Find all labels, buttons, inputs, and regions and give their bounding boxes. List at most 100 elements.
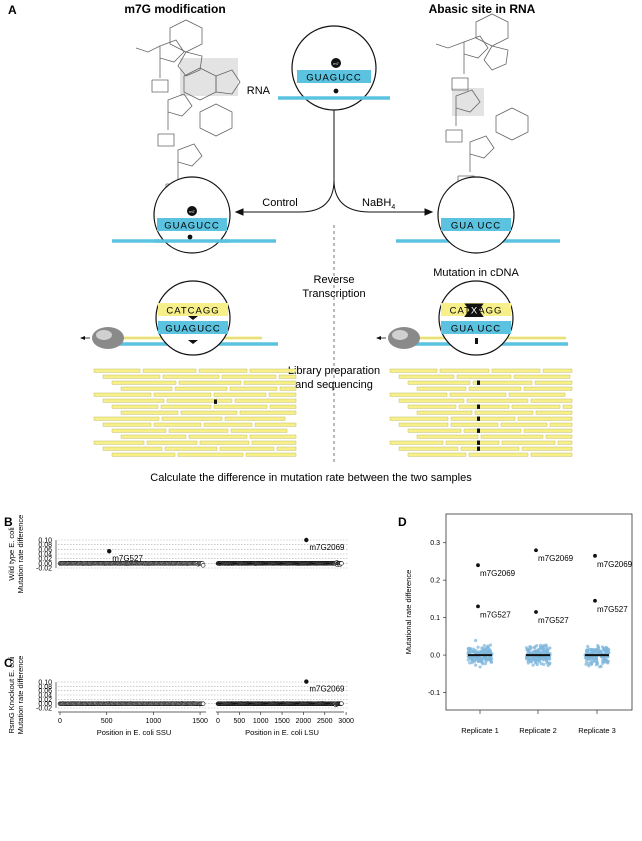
y-axis-label: RsmG Knockout E. coli	[7, 656, 16, 733]
data-point	[594, 655, 598, 659]
y-tick-label: -0.02	[36, 566, 52, 573]
sequencing-read	[513, 374, 571, 379]
sequencing-read	[120, 434, 187, 439]
data-point	[527, 655, 531, 659]
sequencing-read	[407, 428, 462, 433]
data-point	[547, 657, 551, 661]
point-label: m7G527	[112, 554, 143, 563]
sequencing-read	[178, 380, 242, 385]
data-point	[592, 647, 596, 652]
data-point	[526, 659, 530, 663]
data-point	[530, 660, 534, 664]
sequencing-read	[508, 392, 566, 397]
mutation-mark	[477, 404, 480, 409]
sequencing-read	[111, 428, 167, 433]
data-point	[545, 661, 549, 665]
y-tick-label: 0.04	[38, 552, 52, 559]
data-point	[484, 656, 489, 660]
sequencing-read	[153, 392, 212, 397]
x-tick-label: Replicate 2	[519, 726, 557, 735]
data-point	[531, 656, 535, 660]
sequencing-read	[249, 368, 297, 373]
mutation-mark	[477, 446, 480, 451]
data-point	[603, 656, 607, 660]
data-point	[585, 649, 589, 653]
rt-label-line1: Reverse	[314, 274, 355, 286]
sequencing-read	[468, 386, 522, 391]
sequencing-read	[279, 386, 297, 391]
point-label: m7G527	[597, 605, 628, 614]
data-point	[602, 660, 606, 664]
control-rna-text: GUAGUCC	[165, 324, 221, 335]
x-tick-label: 500	[101, 718, 113, 725]
sequencing-reads-abasic	[389, 368, 573, 457]
data-point	[533, 649, 538, 653]
data-point	[545, 648, 549, 652]
sequencing-read	[416, 410, 473, 415]
data-point	[548, 646, 552, 650]
x-axis-label: Position in E. coli LSU	[245, 728, 319, 737]
sequencing-read	[278, 374, 297, 379]
rt-control-circle: CATCAGG GUAGUCC	[80, 280, 278, 356]
sequencing-read	[511, 404, 561, 409]
data-point	[470, 661, 474, 665]
data-point	[200, 701, 206, 706]
sequencing-read	[407, 380, 471, 385]
sequencing-read	[111, 452, 176, 457]
data-point	[485, 650, 489, 655]
data-point	[478, 665, 482, 669]
right-title: Abasic site in RNA	[429, 2, 536, 16]
y-tick-label: 0.08	[38, 684, 52, 691]
data-point	[472, 649, 476, 653]
sequencing-read	[523, 386, 573, 391]
sequencing-read	[166, 398, 233, 403]
sequencing-read	[545, 434, 573, 439]
y-axis-label: Mutation rate difference	[16, 656, 25, 735]
y-tick-label: -0.02	[36, 706, 52, 713]
y-axis-label: Mutation rate difference	[16, 515, 25, 594]
data-point	[489, 660, 494, 664]
sequencing-read	[180, 410, 238, 415]
sequencing-read	[534, 380, 573, 385]
data-point	[593, 659, 597, 663]
sequencing-read	[557, 440, 573, 445]
point-label: m7G2069	[309, 685, 345, 694]
y-tick-label: 0.00	[38, 701, 52, 708]
data-point	[602, 646, 606, 651]
data-point	[477, 659, 481, 663]
sequencing-read	[249, 434, 297, 439]
y-tick-label: 0.2	[430, 578, 440, 585]
control-circle: GUAGUCC m7	[112, 176, 276, 254]
x-tick-label: 1500	[274, 718, 290, 725]
sequencing-read	[562, 404, 573, 409]
sequencing-read	[164, 446, 218, 451]
sequencing-read	[535, 410, 573, 415]
data-point	[535, 662, 539, 667]
sequencing-read	[276, 446, 297, 451]
x-tick-label: 0	[58, 718, 62, 725]
data-point	[525, 648, 529, 652]
y-tick-label: 0.10	[38, 680, 52, 687]
data-point	[596, 645, 600, 649]
x-tick-label: Replicate 1	[461, 726, 499, 735]
mutation-mark	[477, 428, 480, 433]
y-tick-label: 0.1	[430, 615, 440, 622]
data-point	[542, 662, 546, 667]
y-axis-label: Mutational rate difference	[404, 570, 413, 655]
control-m7-badge: m7	[189, 209, 195, 214]
sequencing-read	[463, 428, 522, 433]
sequencing-read	[161, 416, 223, 421]
data-point	[474, 650, 479, 655]
sequencing-read	[398, 446, 459, 451]
data-point	[200, 563, 206, 568]
panel-label-d: D	[398, 515, 407, 529]
point-label: m7G2069	[597, 560, 633, 569]
sequencing-read	[474, 410, 534, 415]
x-tick-label: 2500	[317, 718, 333, 725]
data-point	[587, 647, 591, 651]
sequencing-read	[111, 380, 177, 385]
point-label: m7G527	[480, 610, 511, 619]
sequencing-read	[230, 428, 288, 433]
